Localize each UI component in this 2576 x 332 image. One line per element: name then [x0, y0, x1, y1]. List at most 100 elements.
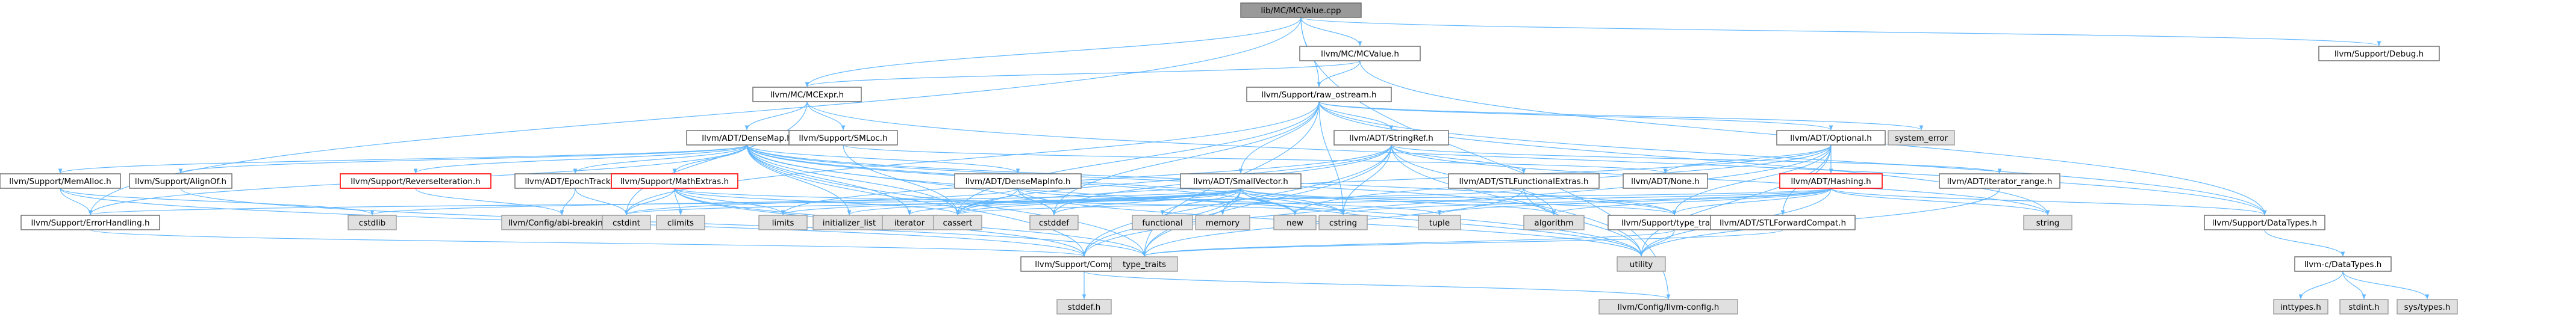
node-functional: functional: [1132, 215, 1193, 230]
edge-raw_ostream-to-cstdint: [624, 101, 1320, 215]
edge-densemap-to-alignof: [178, 144, 747, 174]
edge-mcvalue-to-raw_ostream: [1317, 60, 1361, 87]
node-box-debug: [2318, 46, 2440, 61]
node-hashing[interactable]: llvm/ADT/Hashing.h: [1779, 173, 1883, 189]
node-stringref[interactable]: llvm/ADT/StringRef.h: [1333, 130, 1449, 146]
node-label-memalloc: llvm/Support/MemAlloc.h: [9, 177, 111, 186]
node-box-reverseiteration: [340, 173, 491, 189]
edge-stlforwardcompat-to-type_traits: [1143, 229, 1783, 257]
node-climits: climits: [656, 215, 705, 230]
edge-smallvector-to-new: [1240, 188, 1297, 215]
node-label-mcexpr: llvm/MC/MCExpr.h: [770, 90, 844, 100]
node-limits: limits: [758, 215, 808, 230]
node-smallvector[interactable]: llvm/ADT/SmallVector.h: [1180, 173, 1302, 189]
edge-hashing-to-cstring: [1341, 188, 1832, 215]
node-label-root: lib/MC/MCValue.cpp: [1261, 6, 1341, 16]
node-box-limits: [758, 215, 808, 230]
node-box-memory: [1195, 215, 1250, 230]
node-box-tuple: [1418, 215, 1461, 230]
edge-raw_ostream-to-datatypes: [1318, 101, 2267, 215]
edge-layer: [58, 17, 2430, 300]
edge-densemap-to-initializer_list: [746, 144, 852, 215]
node-stlfunctionalextras[interactable]: llvm/ADT/STLFunctionalExtras.h: [1448, 173, 1600, 189]
node-llvm_config: llvm/Config/llvm-config.h: [1598, 299, 1738, 315]
node-mcexpr[interactable]: llvm/MC/MCExpr.h: [752, 87, 862, 102]
edge-hashing-to-errorhandling: [89, 188, 1832, 215]
node-optional[interactable]: llvm/ADT/Optional.h: [1776, 130, 1886, 146]
edge-mcexpr-to-densemap: [744, 101, 808, 131]
edge-optional-to-none: [1663, 144, 1832, 174]
node-label-iterator_range: llvm/ADT/iterator_range.h: [1947, 177, 2053, 186]
node-c_datatypes[interactable]: llvm-c/DataTypes.h: [2294, 256, 2392, 272]
node-box-alignof: [129, 173, 232, 189]
edge-smallvector-to-cstddef: [1052, 188, 1241, 215]
edge-raw_ostream-to-smallvector: [1238, 101, 1320, 174]
edge-mcvalue-to-mcexpr: [805, 60, 1361, 87]
node-iterator_range[interactable]: llvm/ADT/iterator_range.h: [1939, 173, 2060, 189]
node-errorhandling[interactable]: llvm/Support/ErrorHandling.h: [20, 215, 160, 230]
node-raw_ostream[interactable]: llvm/Support/raw_ostream.h: [1246, 87, 1392, 102]
edge-stringref-to-cstring: [1341, 144, 1392, 215]
edge-smallvector-to-limits: [781, 188, 1241, 215]
edge-densemap-to-type_traits: [746, 144, 1147, 257]
node-label-type_traits: type_traits: [1123, 260, 1166, 269]
node-debug[interactable]: llvm/Support/Debug.h: [2318, 46, 2440, 61]
node-cstdlib: cstdlib: [348, 215, 397, 230]
node-stddef: stddef.h: [1056, 299, 1112, 315]
node-label-new: new: [1286, 218, 1303, 228]
node-box-algorithm: [1523, 215, 1585, 230]
node-box-hashing: [1779, 173, 1883, 189]
node-mcvalue[interactable]: llvm/MC/MCValue.h: [1299, 46, 1421, 61]
edge-type_traits_h-to-type_traits: [1142, 229, 1675, 257]
node-label-epochtracker: llvm/ADT/EpochTracker.h: [525, 177, 625, 186]
node-root[interactable]: lib/MC/MCValue.cpp: [1240, 2, 1362, 18]
node-label-smloc: llvm/Support/SMLoc.h: [799, 134, 887, 143]
node-iterator: iterator: [882, 215, 937, 230]
node-label-utility: utility: [1630, 260, 1653, 269]
node-densemapinfo[interactable]: llvm/ADT/DenseMapInfo.h: [954, 173, 1082, 189]
node-label-densemapinfo: llvm/ADT/DenseMapInfo.h: [965, 177, 1071, 186]
node-label-functional: functional: [1142, 218, 1182, 228]
node-box-memalloc: [0, 173, 121, 189]
node-box-optional: [1776, 130, 1886, 146]
edge-mcexpr-to-smloc: [806, 101, 846, 131]
node-label-inttypes: inttypes.h: [2280, 303, 2321, 312]
node-label-memory: memory: [1206, 218, 1240, 228]
edge-c_datatypes-to-stdint: [2342, 271, 2366, 300]
node-cstddef: cstddef: [1029, 215, 1079, 230]
node-alignof[interactable]: llvm/Support/AlignOf.h: [129, 173, 232, 189]
node-label-mcvalue: llvm/MC/MCValue.h: [1321, 49, 1399, 59]
node-none[interactable]: llvm/ADT/None.h: [1623, 173, 1708, 189]
node-label-cstring: cstring: [1329, 218, 1357, 228]
node-utility: utility: [1617, 256, 1666, 272]
node-label-abibreaking: llvm/Config/abi-breaking.h: [508, 218, 616, 228]
node-label-compiler: llvm/Support/Compiler.h: [1035, 260, 1133, 269]
node-label-errorhandling: llvm/Support/ErrorHandling.h: [31, 218, 149, 228]
node-type_traits_h[interactable]: llvm/Support/type_traits.h: [1608, 215, 1741, 230]
node-smloc[interactable]: llvm/Support/SMLoc.h: [788, 130, 898, 146]
node-label-c_datatypes: llvm-c/DataTypes.h: [2304, 260, 2382, 269]
edge-densemap-to-epochtracker: [573, 144, 747, 174]
node-stlforwardcompat[interactable]: llvm/ADT/STLForwardCompat.h: [1710, 215, 1856, 230]
node-label-alignof: llvm/Support/AlignOf.h: [135, 177, 226, 186]
node-box-functional: [1132, 215, 1193, 230]
node-cassert: cassert: [933, 215, 982, 230]
edge-epochtracker-to-abibreaking: [560, 188, 576, 215]
edge-smallvector-to-type_traits_h: [1240, 188, 1677, 215]
node-memalloc[interactable]: llvm/Support/MemAlloc.h: [0, 173, 121, 189]
node-box-smloc: [788, 130, 898, 146]
node-datatypes[interactable]: llvm/Support/DataTypes.h: [2204, 215, 2325, 230]
edge-root-to-mcexpr: [805, 17, 1302, 87]
node-tuple: tuple: [1418, 215, 1461, 230]
node-system_error: system_error: [1888, 130, 1955, 146]
node-label-densemap: llvm/ADT/DenseMap.h: [702, 134, 792, 143]
edge-stringref-to-iterator_range: [1391, 144, 2002, 174]
edge-type_traits_h-to-utility: [1639, 229, 1675, 257]
node-box-string: [2023, 215, 2072, 230]
node-mathextras[interactable]: llvm/Support/MathExtras.h: [611, 173, 738, 189]
node-reverseiteration[interactable]: llvm/Support/ReverseIteration.h: [340, 173, 491, 189]
node-cstdint: cstdint: [602, 215, 651, 230]
node-box-densemapinfo: [954, 173, 1082, 189]
node-box-initializer_list: [812, 215, 886, 230]
node-box-stringref: [1333, 130, 1449, 146]
